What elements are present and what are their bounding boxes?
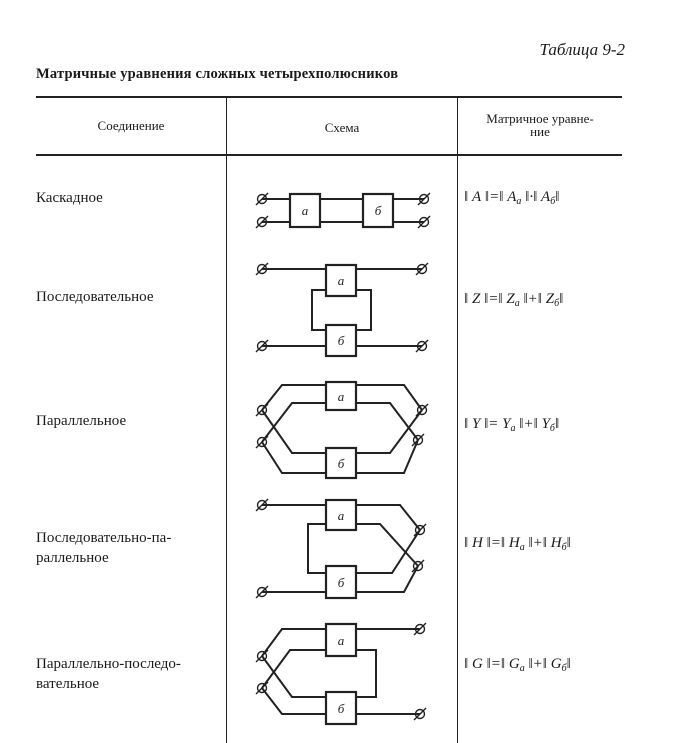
block-b [324,446,358,480]
terminal [256,193,268,205]
terminal [256,216,268,228]
block-b [324,690,358,726]
scheme-series: а б [255,262,429,358]
header-scheme: Схема [324,120,360,135]
row-label-line: вательное [36,676,100,692]
block-a-label: а [338,273,345,288]
scheme-parallel: а б [255,380,429,480]
block-a [288,192,322,229]
row-label-series-parallel: Последовательно-па- раллельное [36,528,171,568]
scheme-cascade: а б [255,192,431,229]
block-a-label: а [338,508,345,523]
terminal [418,193,430,205]
block-b-label: б [338,575,345,590]
header-equation: Матричное уравне- ние [458,112,622,138]
block-a [324,380,358,412]
row-label-line: Параллельно-последо- [36,656,181,672]
row-label-series: Последовательное [36,289,154,305]
header-connection: Соединение [97,118,165,133]
equation-parallel: ‖ Y ‖= Ya ‖+‖ Yб‖ [464,416,560,434]
equation-parallel-series: ‖ G ‖=‖ Ga ‖+‖ Gб‖ [464,656,571,674]
header-equation-line1: Матричное уравне- [486,111,594,126]
block-a-label: а [302,203,309,218]
block-a-label: а [338,633,345,648]
table-title: Матричные уравнения сложных четырехполюс… [36,66,399,82]
equation-series-parallel: ‖ H ‖=‖ Ha ‖+‖ Hб‖ [464,535,571,553]
block-a [324,498,358,532]
block-b-label: б [338,333,345,348]
block-b-label: б [338,456,345,471]
block-b [324,323,358,358]
scheme-series-parallel: а б [255,498,427,600]
row-label-cascade: Каскадное [36,190,103,206]
column-divider-1 [226,97,227,743]
header-equation-line2: ние [530,124,550,139]
row-label-line: раллельное [36,550,109,566]
table-number: Таблица 9-2 [539,40,626,59]
block-b [361,192,395,229]
row-label-parallel-series: Параллельно-последо- вательное [36,654,181,694]
equation-series: ‖ Z ‖=‖ Za ‖+‖ Zб‖ [464,291,564,309]
block-a [324,622,358,658]
block-b-label: б [375,203,382,218]
column-divider-2 [457,97,458,743]
scheme-parallel-series: а б [255,622,427,726]
row-label-parallel: Параллельное [36,413,127,429]
block-a [324,263,358,298]
block-b-label: б [338,701,345,716]
header-bottom-rule [36,154,622,156]
row-label-line: Последовательно-па- [36,530,172,546]
terminal [418,216,430,228]
equation-cascade: ‖ A ‖=‖ Aa ‖·‖ Aб‖ [464,189,560,207]
block-a-label: а [338,389,345,404]
top-rule [36,96,622,98]
block-b [324,564,358,600]
